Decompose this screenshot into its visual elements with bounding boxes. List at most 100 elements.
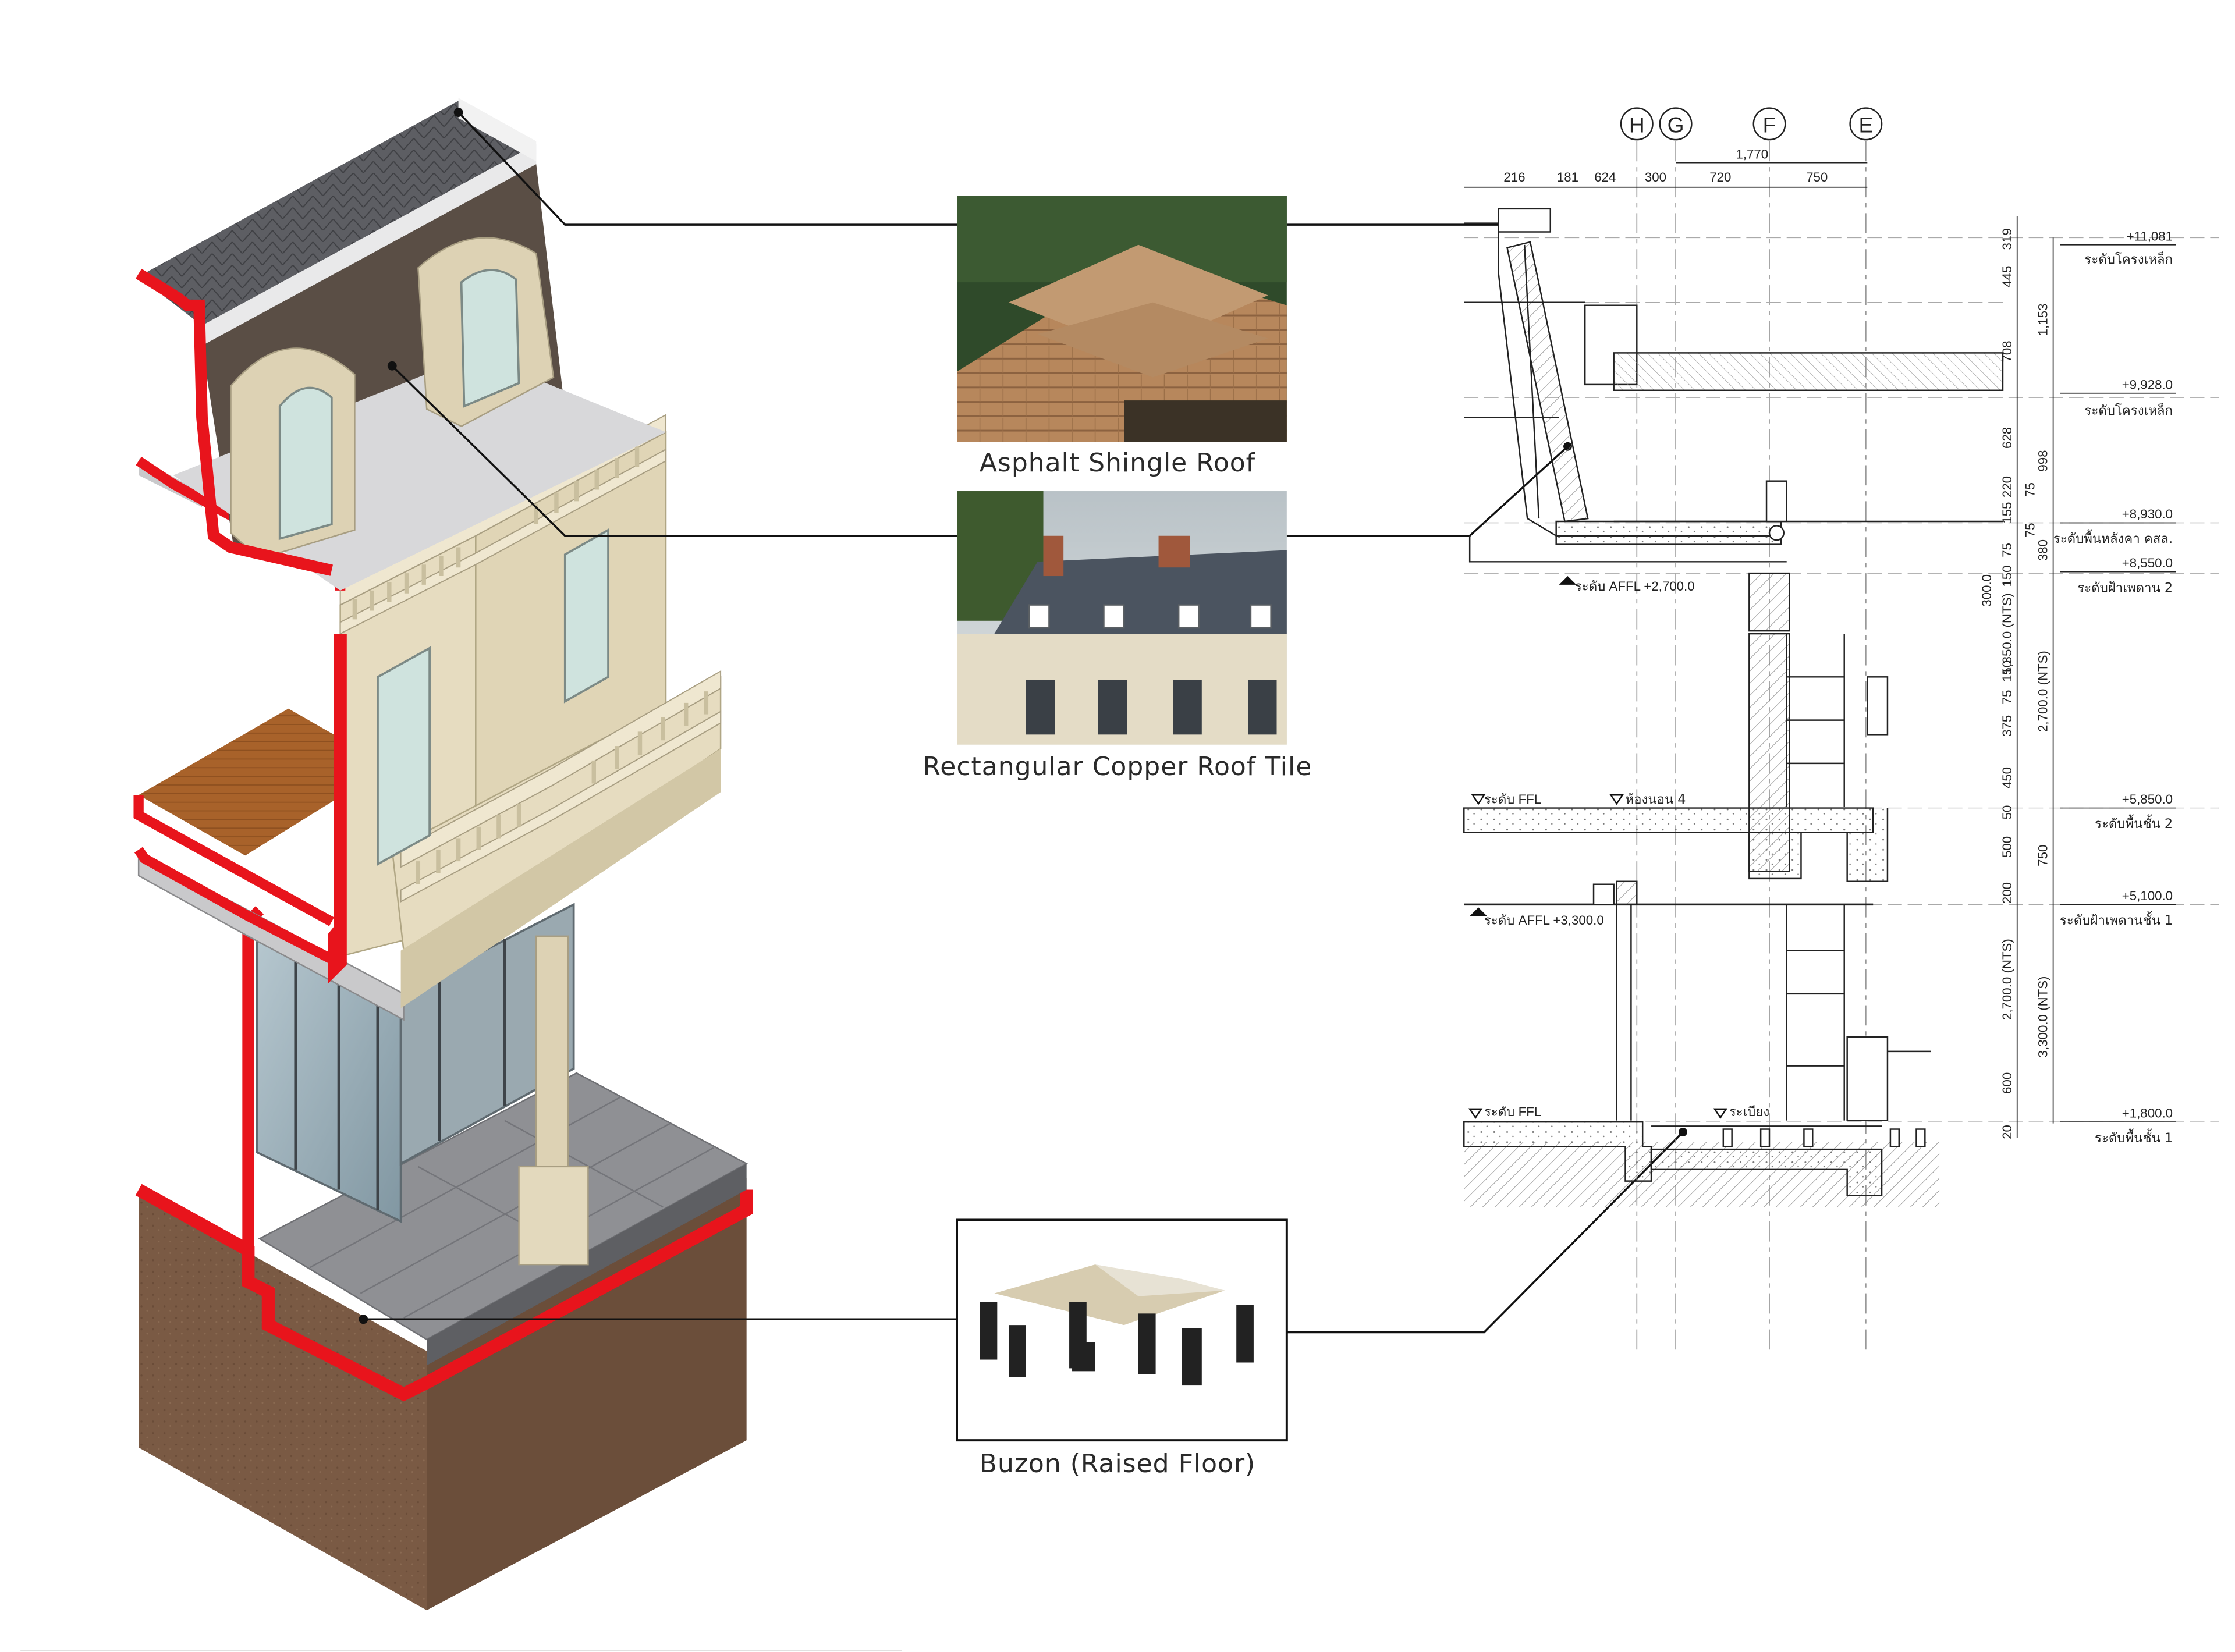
vdim-7: 155: [2000, 502, 2014, 524]
level-1-value: +11,081: [2127, 229, 2173, 243]
section-ground-elements: [1616, 904, 1931, 1121]
attic-cut-wall: [135, 268, 334, 576]
vdim-1: 319: [2000, 228, 2014, 250]
grid-label-e: E: [1858, 113, 1873, 137]
vdim-outer-5: 750: [2036, 845, 2050, 866]
note-ffl-lower: ระดับ FFL: [1484, 1104, 1541, 1119]
level-4-value: +8,550.0: [2122, 556, 2173, 570]
affl-upper-marker: [1559, 576, 1577, 585]
note-veranda: ระเบียง: [1729, 1104, 1770, 1120]
level-1-label: ระดับโครงเหล็ก: [2084, 251, 2173, 267]
vdim-21: 600: [2000, 1072, 2014, 1094]
ffl-lower-marker: [1468, 1108, 1483, 1119]
section-wall-upper: [1748, 572, 1790, 632]
dim-top-1: 216: [1503, 170, 1525, 184]
dormer-left: [230, 347, 356, 560]
photo-asphalt-shingle: [957, 196, 1287, 442]
leader-roof-copper: [391, 365, 957, 537]
section-railing-upper: [1786, 634, 1889, 807]
vdim-20: 2,700.0 (NTS): [2000, 939, 2014, 1020]
level-6-label: ระดับฝ้าเพดานชั้น 1: [2060, 911, 2173, 928]
isometric-building-section: [133, 98, 753, 1611]
column-base: [518, 1166, 589, 1266]
soil-block-side: [427, 1178, 747, 1611]
vdim-14: 75: [2000, 690, 2014, 705]
level-7-value: +1,800.0: [2122, 1106, 2173, 1121]
photo-copper-roof-tile: [957, 491, 1287, 745]
roof-concrete-slab: [1555, 520, 1782, 545]
bedroom-marker: [1609, 794, 1624, 805]
caption-rectangular-copper-roof-tile: Rectangular Copper Roof Tile: [923, 752, 1312, 781]
callout-dot-section-floor: [1679, 1128, 1687, 1136]
balcony-projection-side: [400, 749, 721, 1008]
ground-cut-line: [135, 1184, 753, 1402]
note-ffl-upper: ระดับ FFL: [1484, 792, 1541, 807]
dim-overall: 1,770: [1736, 147, 1768, 161]
top-dimension-string: [1464, 162, 1868, 188]
level-6-value: +5,100.0: [2122, 889, 2173, 903]
vdim-outer-6: 3,300.0 (NTS): [2036, 976, 2050, 1058]
leader-lines: [363, 111, 1684, 1334]
vdim-6: 75: [2023, 482, 2037, 497]
roof-slab-line: [1468, 535, 1787, 563]
vdim-13: 150: [2000, 660, 2014, 682]
caption-buzon-raised-floor: Buzon (Raised Floor): [979, 1449, 1256, 1479]
ceiling-bulkhead: [1616, 880, 1638, 905]
second-floor-cut-wall: [328, 634, 347, 984]
vdim-17: 50: [2000, 805, 2014, 820]
vdim-8: 75: [2023, 523, 2037, 537]
soil-block-front: [139, 1192, 427, 1611]
level-5-label: ระดับพื้นชั้น 2: [2095, 814, 2173, 832]
stone-column: [535, 935, 569, 1168]
level-5-value: +5,850.0: [2122, 792, 2173, 807]
ceiling-cove: [1592, 883, 1615, 905]
attic-roof-slope: [139, 101, 537, 326]
vdim-4: 628: [2000, 427, 2014, 449]
section-roof-structure: [1464, 208, 2004, 537]
note-affl-lower: ระดับ AFFL +3,300.0: [1484, 913, 1604, 928]
ground-floor-slab: [1463, 1121, 1652, 1182]
vertical-dimension-lines: [2016, 216, 2054, 1138]
vdim-15: 375: [2000, 715, 2014, 737]
level-7-label: ระดับพื้นชั้น 1: [2095, 1128, 2173, 1146]
ffl-upper-marker: [1471, 794, 1486, 805]
dim-top-2: 181: [1557, 170, 1578, 184]
terrace-slab: [1650, 1148, 1883, 1196]
ceiling-fixture-upper: [1765, 480, 1787, 541]
buzon-pedestals: [1722, 1128, 1926, 1147]
vdim-11: 300.0: [1979, 574, 1994, 607]
vertical-dimensions: 319 445 708 628 220 75 155 75 75 150 300…: [1979, 228, 2050, 1139]
level-4-label: ระดับฝ้าเพดาน 2: [2077, 580, 2173, 595]
second-floor-beam: [1748, 808, 1889, 883]
level-3-label: ระดับพื้นหลังคา คสล.: [2053, 529, 2173, 546]
wall-section-drawing: H G F E 1,770 216 181 624 300 720: [1463, 107, 2219, 1351]
dim-top-4: 300: [1645, 170, 1666, 184]
balcony-wood-deck: [139, 708, 389, 856]
vdim-22: 20: [2000, 1125, 2014, 1139]
attic-roof-gutter: [202, 144, 537, 346]
affl-lower-marker: [1470, 907, 1487, 916]
grid-label-g: G: [1668, 113, 1684, 137]
glazing-mullions: [294, 939, 506, 1210]
window-floor2-right: [563, 528, 609, 704]
leader-roof-shingle: [457, 111, 957, 226]
vdim-outer-3: 380: [2036, 539, 2050, 561]
grid-label-h: H: [1629, 113, 1645, 137]
vdim-outer-1: 1,153: [2036, 304, 2050, 336]
vdim-outer-4: 2,700.0 (NTS): [2036, 651, 2050, 732]
vdim-9: 75: [2000, 543, 2014, 557]
balcony-balustrade: [400, 670, 722, 903]
note-bedroom: ห้องนอน 4: [1625, 792, 1686, 807]
level-markers: +11,081 ระดับโครงเหล็ก +9,928.0 ระดับโคร…: [2053, 229, 2176, 1146]
vdim-2: 445: [2000, 266, 2014, 287]
dormer-right: [417, 237, 555, 428]
veranda-marker: [1713, 1108, 1728, 1119]
ground-floor-glazing-side: [399, 903, 575, 1166]
level-2-value: +9,928.0: [2122, 377, 2173, 392]
vdim-18: 500: [2000, 836, 2014, 858]
balcony-balusters: [416, 691, 709, 884]
caption-asphalt-shingle-roof: Asphalt Shingle Roof: [979, 448, 1256, 478]
vdim-5: 220: [2000, 476, 2014, 498]
dim-top-6: 750: [1806, 170, 1828, 184]
